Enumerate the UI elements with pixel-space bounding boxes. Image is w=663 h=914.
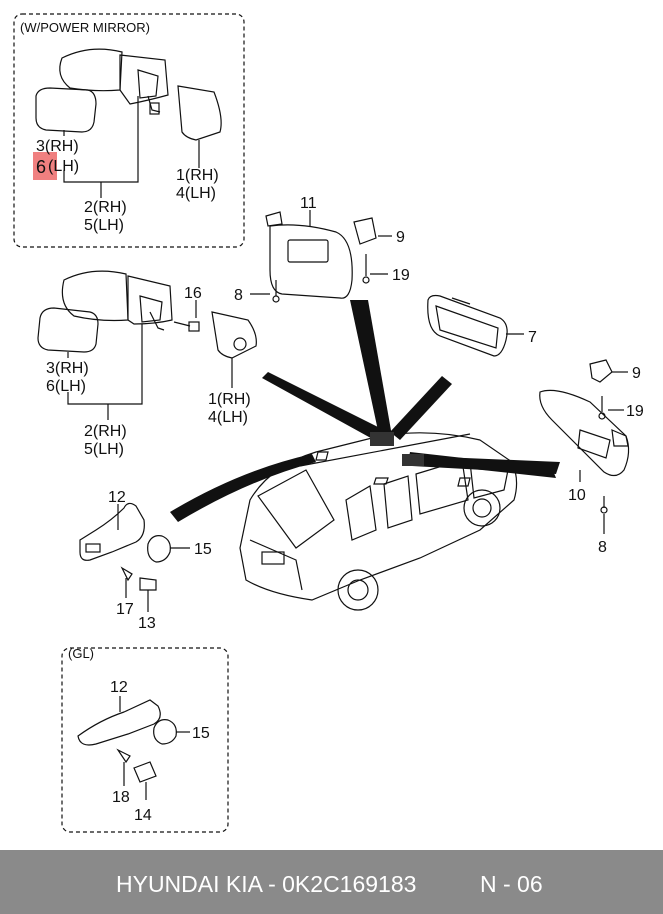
grip-cover	[139, 577, 157, 591]
callout-16: 16	[184, 285, 202, 302]
manual-mirror-glass	[37, 307, 99, 353]
vehicle-outline	[239, 432, 518, 611]
grip-handle	[79, 502, 145, 561]
visor-clip-lh	[353, 217, 377, 245]
callout-g-12: 12	[108, 489, 126, 506]
power-mirror-housing	[59, 48, 169, 115]
highlight-box	[33, 152, 57, 180]
callout-pm-6: 6	[36, 157, 46, 177]
power-mirror-cover	[177, 85, 222, 141]
callout-g-13: 13	[138, 615, 156, 632]
callout-rv-9: 9	[632, 365, 641, 382]
sun-visor-rh	[539, 389, 630, 477]
gl-grip-screw	[116, 748, 131, 764]
callout-gl-18: 18	[112, 789, 130, 806]
callout-v-19: 19	[392, 267, 410, 284]
callout-pm-2rh: 2(RH)	[84, 199, 127, 216]
location-arrows	[170, 300, 560, 522]
sun-visor-lh	[269, 224, 353, 299]
parts-diagram: (W/POWER MIRROR) (GL) 3(RH) 6 (LH) 1(RH)…	[13, 13, 644, 833]
footer-part-number: HYUNDAI KIA - 0K2C169183	[116, 871, 417, 897]
callout-pm-lh: (LH)	[48, 158, 79, 175]
gl-group-box	[61, 647, 229, 833]
callout-gl-14: 14	[134, 807, 152, 824]
manual-mirror-cover	[211, 311, 257, 359]
footer-page-number: N - 06	[480, 871, 543, 897]
callout-g-17: 17	[116, 601, 134, 618]
callout-m-1rh: 1(RH)	[208, 391, 251, 408]
footer-bar: HYUNDAI KIA - 0K2C169183 N - 06	[0, 850, 663, 914]
visor-hinge-lh	[265, 211, 283, 227]
callout-10: 10	[568, 487, 586, 504]
power-mirror-glass	[35, 87, 97, 133]
gl-grip-handle	[77, 699, 161, 746]
grip-screw	[120, 566, 133, 582]
callout-pm-5lh: 5(LH)	[84, 217, 124, 234]
callout-m-4lh: 4(LH)	[208, 409, 248, 426]
visor-clip-rh	[589, 359, 613, 383]
callout-m-6lh: 6(LH)	[46, 378, 86, 395]
callout-pm-3rh: 3(RH)	[36, 138, 79, 155]
callout-v-9: 9	[396, 229, 405, 246]
power-mirror-group-label: (W/POWER MIRROR)	[20, 20, 150, 35]
callout-7: 7	[528, 329, 537, 346]
callout-pm-4lh: 4(LH)	[176, 185, 216, 202]
power-mirror-group-box	[13, 13, 245, 248]
callout-gl-15: 15	[192, 725, 210, 742]
callout-g-15: 15	[194, 541, 212, 558]
gl-grip-cap	[153, 719, 177, 745]
grip-cap	[147, 535, 171, 563]
callout-gl-12: 12	[110, 679, 128, 696]
rear-view-mirror	[427, 294, 508, 357]
visor-hinge-rh	[611, 429, 629, 447]
gl-grip-cover	[133, 761, 157, 783]
callout-m-5lh: 5(LH)	[84, 441, 124, 458]
callout-v-8: 8	[234, 287, 243, 304]
callout-11: 11	[300, 195, 317, 212]
callout-rv-8: 8	[598, 539, 607, 556]
callout-pm-1rh: 1(RH)	[176, 167, 219, 184]
manual-mirror-housing	[61, 270, 173, 331]
gl-group-label: (GL)	[68, 646, 94, 661]
callout-m-2rh: 2(RH)	[84, 423, 127, 440]
callout-rv-19: 19	[626, 403, 644, 420]
callout-m-3rh: 3(RH)	[46, 360, 89, 377]
mirror-screw	[173, 321, 200, 332]
